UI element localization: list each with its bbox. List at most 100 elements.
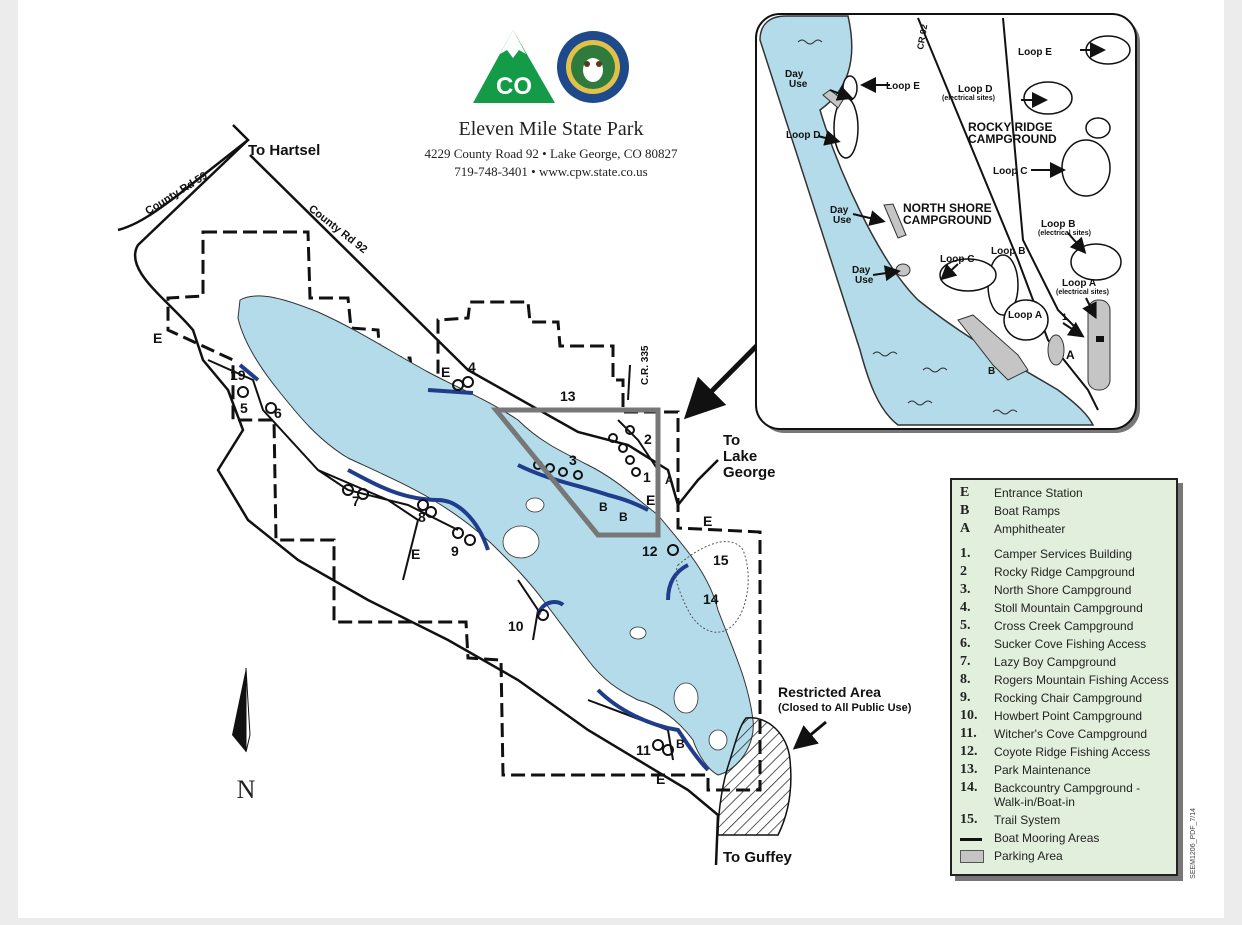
marker-12: 12	[642, 543, 658, 559]
mooring-line-swatch	[960, 838, 982, 841]
inset-rocky-ridge-label: CAMPGROUND	[968, 132, 1057, 146]
county-rd-92-label: County Rd 92	[306, 203, 369, 256]
inset-rocky-ridge-label: ROCKY RIDGE	[968, 120, 1052, 134]
restricted-area-note: (Closed to All Public Use)	[778, 702, 912, 714]
marker-8: 8	[418, 509, 426, 525]
marker-entrance: E	[656, 771, 665, 787]
water-waves	[797, 39, 1018, 415]
legend-row: 8.Rogers Mountain Fishing Access	[960, 672, 1169, 688]
to-guffey-label: To Guffey	[723, 849, 793, 866]
legend-row: 10.Howbert Point Campground	[960, 708, 1143, 724]
inset-loop-b-note: (electrical sites)	[1038, 230, 1091, 237]
legend-row: 11.Witcher's Cove Campground	[960, 726, 1148, 742]
marker-9: 9	[451, 543, 459, 559]
restricted-area	[717, 717, 792, 836]
marker-entrance: E	[646, 492, 655, 508]
inset-loop-b-center: Loop B	[991, 246, 1025, 257]
west-road	[133, 139, 720, 866]
inset-cr-92-label: CR 92	[915, 23, 929, 50]
inset-loop-e-left: Loop E	[886, 81, 920, 92]
marker-19: 19	[230, 367, 246, 383]
marker-entrance: E	[441, 364, 450, 380]
inset-loop-a-center: Loop A	[1008, 310, 1042, 321]
legend-row: 9.Rocking Chair Campground	[960, 690, 1143, 706]
to-lake-george-label-3: George	[723, 464, 776, 481]
inset-north-shore-label: NORTH SHORE	[903, 201, 992, 215]
marker-3: 3	[569, 452, 577, 468]
marker-entrance: E	[153, 330, 162, 346]
marker-15: 15	[713, 552, 729, 568]
marker-boat-ramp: B	[676, 737, 685, 751]
park-contact: 719-748-3401 • www.cpw.state.co.us	[454, 164, 648, 179]
marker-entrance: E	[411, 546, 420, 562]
inset-loop-e-top: Loop E	[1018, 47, 1052, 58]
restricted-area-label: Restricted Area	[778, 684, 881, 700]
county-rd-92	[249, 154, 680, 506]
co-logo-text: CO	[496, 73, 532, 100]
marker-14: 14	[703, 591, 719, 607]
cr-335-label: C.R. 335	[640, 345, 651, 385]
inset-loop-c-center: Loop C	[940, 254, 974, 265]
inset-day-use-label: Use	[789, 79, 808, 90]
county-rd-59-label: County Rd 59	[143, 170, 209, 218]
county-rd-59	[117, 124, 250, 232]
to-hartsel-label: To Hartsel	[248, 142, 320, 159]
inset-day-use-label: Day	[852, 265, 871, 276]
island	[502, 525, 540, 559]
marker-7: 7	[352, 493, 360, 509]
marker-4: 4	[468, 359, 476, 375]
island	[708, 729, 728, 751]
co-logo: CO	[473, 30, 555, 103]
legend-row: Boat Mooring Areas	[960, 831, 1170, 845]
parking-area-swatch	[960, 850, 984, 863]
north-arrow-icon	[232, 668, 246, 752]
island	[629, 626, 647, 640]
restricted-arrow	[792, 720, 827, 750]
page-title: Eleven Mile State Park	[459, 118, 644, 140]
backcountry-area	[675, 541, 749, 633]
marker-10: 10	[508, 618, 524, 634]
marker-13: 13	[560, 388, 576, 404]
north-label: N	[237, 775, 256, 804]
inset-loop-a-right: Loop A	[1062, 278, 1096, 289]
park-map: CO Eleven Mile State Park 4229 County Ro…	[117, 13, 1140, 866]
map-page: CO Eleven Mile State Park 4229 County Ro…	[18, 0, 1224, 918]
cr-335	[627, 364, 631, 401]
to-lake-george-road	[677, 459, 719, 506]
legend-row: 4.Stoll Mountain Campground	[960, 600, 1143, 616]
eleven-mile-reservoir	[237, 295, 754, 776]
marker-11: 11	[636, 742, 651, 758]
parks-wildlife-seal	[557, 31, 629, 103]
inset-loop-b-right: Loop B	[1041, 219, 1075, 230]
inset-loop-d-note: (electrical sites)	[942, 95, 995, 102]
inset-map: CR 92	[755, 13, 1140, 433]
marker-boat-ramp: B	[619, 510, 628, 524]
inset-marker-a: A	[1066, 348, 1075, 362]
to-lake-george-label-2: Lake	[723, 448, 757, 465]
marker-entrance: E	[703, 513, 712, 529]
inset-loop-a-note: (electrical sites)	[1056, 289, 1109, 296]
marker-1: 1	[643, 469, 651, 485]
inset-loop-d-left: Loop D	[786, 130, 820, 141]
inset-day-use-label: Day	[785, 69, 804, 80]
inset-highlight-box	[490, 407, 661, 538]
inset-loop-d-right: Loop D	[958, 84, 992, 95]
legend-row: 15.Trail System	[960, 812, 1061, 828]
document-code: SEEM1206_PDF_7/14	[1190, 808, 1197, 879]
inset-north-shore-label: CAMPGROUND	[903, 213, 992, 227]
legend-row: 14.Backcountry Campground - Walk-in/Boat…	[960, 780, 1141, 810]
inset-loop-c-right: Loop C	[993, 166, 1027, 177]
legend-row: 6.Sucker Cove Fishing Access	[960, 636, 1147, 652]
to-lake-george-label-1: To	[723, 432, 740, 449]
campground-loops	[237, 376, 679, 756]
legend-row: 12.Coyote Ridge Fishing Access	[960, 744, 1151, 760]
inset-marker-b: B	[988, 366, 995, 377]
marker-2: 2	[644, 431, 652, 447]
marker-6: 6	[274, 405, 282, 421]
inset-day-use-label: Use	[855, 275, 874, 286]
marker-amphitheater: A	[665, 473, 674, 487]
legend-row: 5.Cross Creek Campground	[960, 618, 1134, 634]
